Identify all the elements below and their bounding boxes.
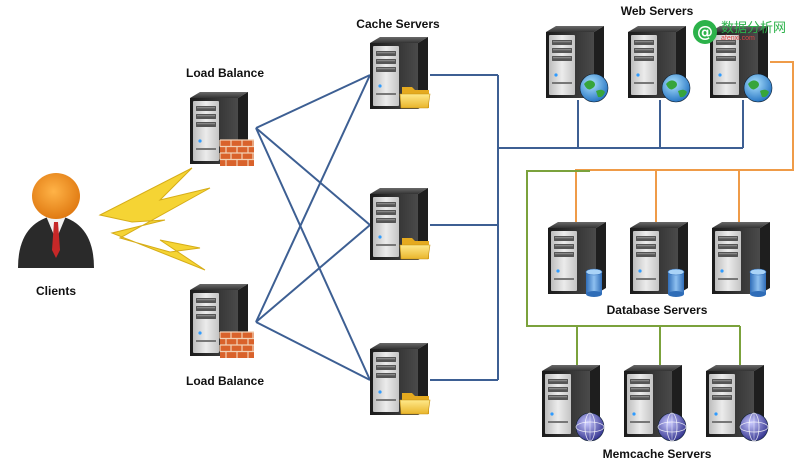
firewall-icon: [219, 331, 254, 358]
load-balance-bottom-label: Load Balance: [185, 374, 265, 388]
database-cylinder-icon: [749, 268, 767, 297]
web-server-3: [710, 26, 773, 103]
database-server-3: [712, 222, 770, 297]
user-avatar-icon: [18, 173, 94, 268]
database-server-1: [548, 222, 606, 297]
clients-label: Clients: [35, 284, 77, 298]
cache-server-3: [370, 343, 431, 415]
firewall-icon: [219, 139, 254, 166]
servers: [190, 26, 773, 442]
network-globe-icon: [739, 412, 769, 442]
folder-icon: [399, 238, 431, 260]
orange-links: [575, 61, 794, 232]
blue-links: [255, 74, 744, 381]
database-cylinder-icon: [585, 268, 603, 297]
database-cylinder-icon: [667, 268, 685, 297]
memcache-servers-label: Memcache Servers: [602, 447, 712, 461]
cache-servers-label: Cache Servers: [356, 17, 440, 31]
folder-icon: [399, 87, 431, 109]
logo-text: 数据分析网: [720, 21, 786, 36]
load-balance-top-label: Load Balance: [185, 66, 265, 80]
web-globe-icon: [579, 73, 609, 103]
load-balancer-server-bottom: [190, 284, 254, 358]
green-links: [526, 170, 741, 372]
folder-icon: [399, 393, 431, 415]
network-globe-icon: [657, 412, 687, 442]
memcache-server-1: [542, 365, 605, 442]
web-servers-label: Web Servers: [620, 4, 694, 18]
cache-server-1: [370, 37, 431, 109]
site-logo: @ 数据分析网 afenxi.com: [692, 20, 786, 44]
database-servers-label: Database Servers: [606, 303, 708, 317]
cache-server-2: [370, 188, 431, 260]
memcache-server-2: [624, 365, 687, 442]
load-balancer-server-top: [190, 92, 254, 166]
network-globe-icon: [575, 412, 605, 442]
database-server-2: [630, 222, 688, 297]
web-server-2: [628, 26, 691, 103]
memcache-server-3: [706, 365, 769, 442]
web-globe-icon: [743, 73, 773, 103]
logo-mark: @: [692, 20, 717, 44]
logo-subtext: afenxi.com: [720, 35, 755, 42]
lightning-bolt-icon: [98, 167, 211, 271]
web-globe-icon: [661, 73, 691, 103]
web-server-1: [546, 26, 609, 103]
